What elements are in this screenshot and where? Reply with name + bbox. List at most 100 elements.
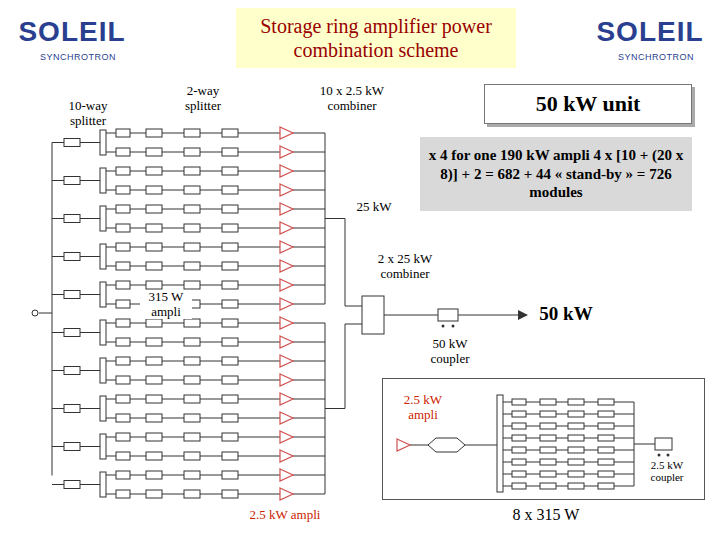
- amplifier-triangle: [280, 222, 293, 234]
- coupler-pin: [658, 454, 661, 457]
- module-stub: [116, 452, 130, 460]
- splitter-stub: [64, 291, 80, 299]
- module-stub: [146, 281, 162, 289]
- module-stub: [146, 357, 162, 365]
- module-stub: [116, 433, 130, 441]
- module-stub: [222, 243, 238, 251]
- module-stub: [540, 423, 556, 429]
- input-port: [32, 310, 38, 316]
- module-stub: [222, 281, 238, 289]
- module-stub: [598, 459, 614, 465]
- row-line: [293, 323, 325, 324]
- unit-box: 50 kW unit: [484, 84, 692, 124]
- module-stub: [222, 357, 238, 365]
- row-line: [293, 342, 325, 343]
- module-stub: [568, 459, 584, 465]
- row-line: [293, 247, 325, 248]
- module-stub: [184, 281, 200, 289]
- module-stub: [540, 399, 556, 405]
- module-stub: [116, 148, 130, 156]
- module-stub: [116, 338, 130, 346]
- module-stub: [116, 471, 130, 479]
- module-stub: [184, 224, 200, 232]
- module-stub: [184, 490, 200, 498]
- row-line: [293, 266, 325, 267]
- module-stub: [116, 262, 130, 270]
- logo-subtext: SYNCHROTRON: [616, 52, 696, 62]
- amplifier-triangle: [280, 469, 293, 481]
- module-stub: [568, 471, 584, 477]
- module-stub: [184, 262, 200, 270]
- inset-box: 2.5 kW ampli2.5 kW coupler: [382, 378, 705, 500]
- module-stub: [116, 224, 130, 232]
- module-stub: [184, 471, 200, 479]
- inset-line: [465, 445, 497, 446]
- part-label: 10 x 2.5 kW combiner: [305, 84, 399, 113]
- inset-line: [410, 445, 428, 446]
- module-stub: [512, 459, 526, 465]
- module-stub: [184, 205, 200, 213]
- module-stub: [146, 414, 162, 422]
- amplifier-triangle: [280, 431, 293, 443]
- logo-text: SOLEIL: [16, 16, 127, 47]
- amplifier-triangle: [280, 450, 293, 462]
- module-stub: [568, 399, 584, 405]
- module-stub: [540, 411, 556, 417]
- power-label: 25 kW: [354, 200, 393, 215]
- module-stub: [146, 433, 162, 441]
- module-stub: [146, 319, 162, 327]
- module-stub: [146, 490, 162, 498]
- module-stub: [222, 186, 238, 194]
- amplifier-triangle: [280, 146, 293, 158]
- module-stub: [116, 490, 130, 498]
- module-stub: [598, 447, 614, 453]
- splitter-stub: [64, 177, 80, 185]
- module-stub: [146, 129, 162, 137]
- arrow-head: [518, 310, 528, 320]
- module-stub: [116, 376, 130, 384]
- part-label: 50 kW coupler: [418, 337, 482, 366]
- part-label: 2 x 25 kW combiner: [363, 252, 447, 281]
- amplifier-triangle: [280, 203, 293, 215]
- title: Storage ring amplifier power combination…: [236, 8, 516, 68]
- module-stub: [512, 471, 526, 477]
- two-way-splitter: [100, 244, 106, 269]
- row-line: [293, 171, 325, 172]
- two-way-splitter: [100, 358, 106, 383]
- amplifier-triangle: [280, 336, 293, 348]
- amplifier-triangle: [280, 241, 293, 253]
- splitter-stub: [64, 139, 80, 147]
- module-stub: [116, 281, 130, 289]
- module-stub: [222, 376, 238, 384]
- amplifier-triangle: [280, 393, 293, 405]
- amplifier-triangle: [280, 355, 293, 367]
- module-stub: [222, 205, 238, 213]
- amplifier-triangle: [280, 165, 293, 177]
- module-stub: [222, 319, 238, 327]
- row-line: [293, 133, 325, 134]
- module-stub: [222, 490, 238, 498]
- coupler-symbol: [438, 309, 458, 321]
- amplifier-triangle: [280, 184, 293, 196]
- splitter-stub: [64, 367, 80, 375]
- two-way-splitter: [100, 282, 106, 307]
- module-stub: [222, 338, 238, 346]
- module-stub: [568, 435, 584, 441]
- amplifier-triangle: [280, 317, 293, 329]
- module-stub: [222, 300, 238, 308]
- module-stub: [568, 423, 584, 429]
- row-line: [293, 190, 325, 191]
- amplifier-triangle: [280, 488, 293, 500]
- module-stub: [540, 459, 556, 465]
- module-stub: [222, 395, 238, 403]
- coupler-symbol: [655, 438, 672, 450]
- module-stub: [116, 414, 130, 422]
- amplifier-triangle: [280, 298, 293, 310]
- module-stub: [568, 447, 584, 453]
- two-way-splitter: [100, 168, 106, 193]
- splitter-stub: [64, 443, 80, 451]
- module-stub: [146, 243, 162, 251]
- module-stub: [184, 319, 200, 327]
- module-stub: [146, 262, 162, 270]
- row-line: [293, 437, 325, 438]
